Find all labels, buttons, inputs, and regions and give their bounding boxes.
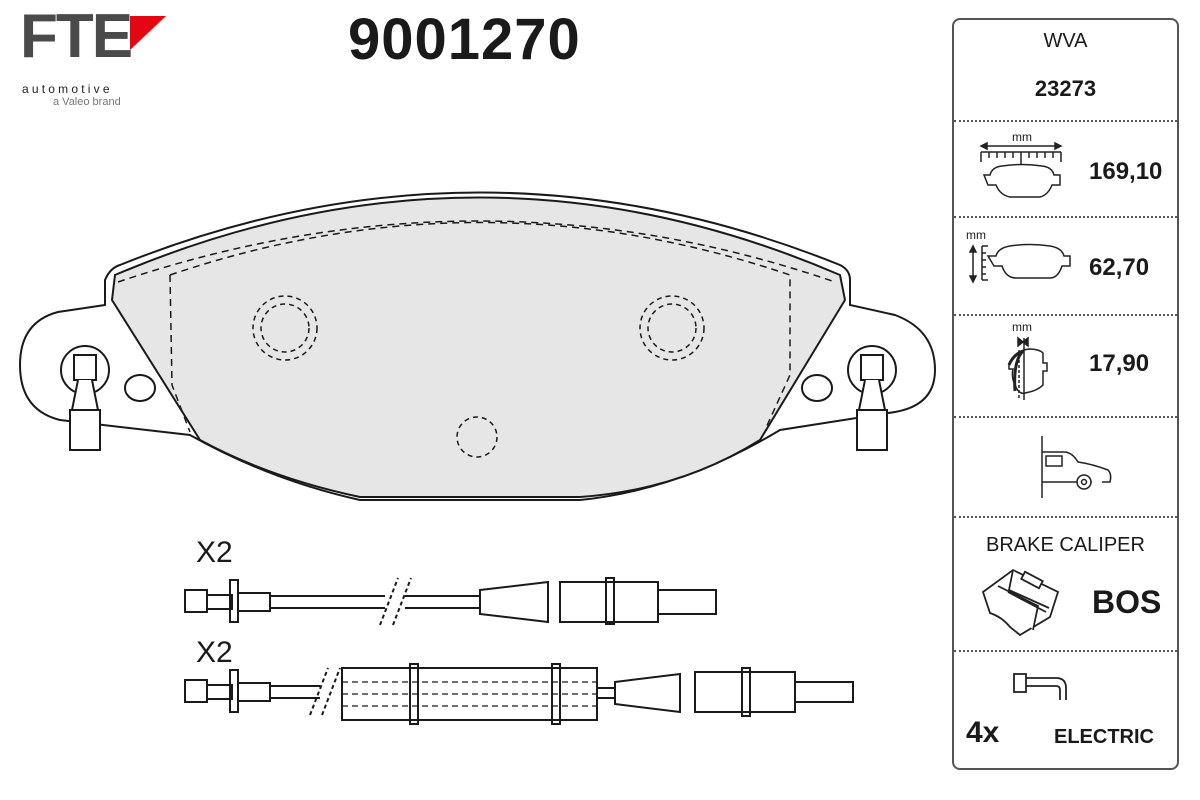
wva-label: WVA xyxy=(1043,30,1088,52)
brake-caliper-icon xyxy=(981,568,1060,637)
thickness-unit: mm xyxy=(1012,320,1032,334)
sensor-count: 4x xyxy=(966,716,1000,749)
wva-number: 23273 xyxy=(1034,76,1097,101)
thickness-dimension-icon xyxy=(1007,336,1048,400)
logo-subtitle: automotive xyxy=(22,82,113,96)
front-axle-car-icon xyxy=(1041,436,1112,498)
spec-panel: WVA 23273 mm 169,10 mm 62,70 mm 17,90 BR… xyxy=(952,18,1179,770)
caliper-label: BRAKE CALIPER xyxy=(986,534,1145,556)
height-value: 62,70 xyxy=(1089,254,1150,281)
width-dimension-icon xyxy=(979,141,1063,198)
brake-pad-drawing xyxy=(18,191,937,725)
wear-sensor-long xyxy=(184,663,854,725)
height-unit: mm xyxy=(966,228,986,242)
clip-right xyxy=(847,345,897,451)
logo-accent-icon xyxy=(130,16,166,50)
wear-sensor-short xyxy=(184,577,717,626)
sensor-1-quantity: X2 xyxy=(196,536,233,569)
clip-left xyxy=(60,345,110,451)
width-value: 169,10 xyxy=(1089,158,1163,185)
sensor-type: ELECTRIC xyxy=(1054,726,1154,748)
logo-brand: FTE xyxy=(20,2,133,71)
friction-material xyxy=(110,196,847,498)
part-number: 9001270 xyxy=(348,7,581,72)
sensor-2-quantity: X2 xyxy=(196,636,233,669)
electric-sensor-icon xyxy=(1013,673,1067,700)
width-unit: mm xyxy=(1012,130,1032,144)
height-dimension-icon xyxy=(968,243,1071,284)
thickness-value: 17,90 xyxy=(1089,350,1150,377)
caliper-brand: BOS xyxy=(1092,584,1162,620)
logo-tagline: a Valeo brand xyxy=(53,96,121,108)
